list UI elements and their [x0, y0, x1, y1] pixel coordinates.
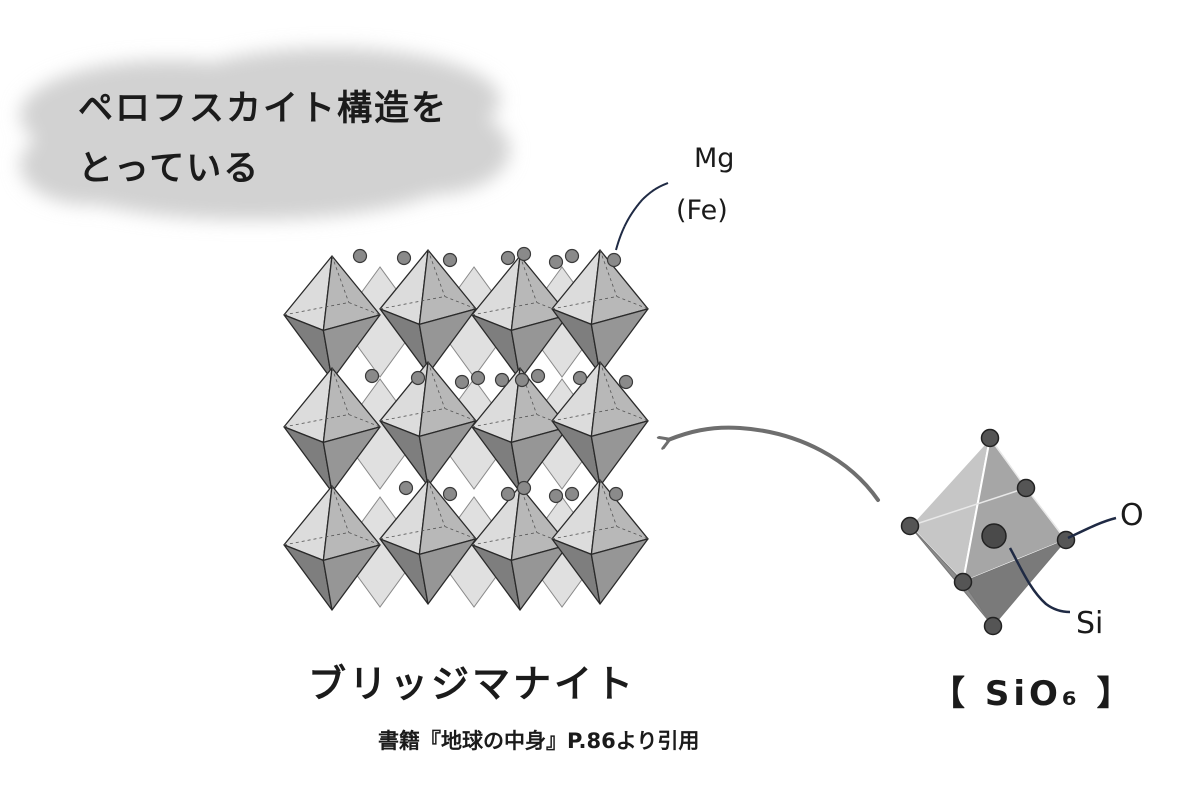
oxygen-leader-line: [1067, 516, 1117, 540]
cloud-shape: [20, 48, 510, 220]
source-note: 書籍『地球の中身』P.86より引用: [378, 729, 700, 753]
mg-atom-8: [606, 252, 622, 268]
oxygen-atom-4: [1056, 530, 1076, 550]
octahedron-16: [379, 479, 477, 605]
cloud-text-line2: とっている: [78, 149, 261, 189]
sio6-octahedron-icon: [900, 428, 1076, 636]
curved-arrow-left-icon: [668, 425, 880, 502]
mg-atom-17: [618, 374, 634, 390]
mg-label: Mg: [694, 143, 735, 174]
mg-atom-20: [500, 486, 516, 502]
mg-atom-14: [514, 372, 530, 388]
octahedron-1: [283, 255, 381, 381]
mg-atom-10: [410, 370, 426, 386]
mg-atom-12: [470, 370, 486, 386]
oxygen-atom-3: [900, 516, 920, 536]
sio6-edge-3: [989, 437, 1027, 489]
sio6-edge-2: [1025, 487, 1067, 541]
fe-label: (Fe): [676, 195, 728, 226]
mg-atom-24: [608, 486, 624, 502]
mineral-name-caption: ブリッジマナイト: [308, 662, 637, 706]
mg-atom-21: [516, 480, 532, 496]
oxygen-atom-1: [980, 428, 1000, 448]
mg-atom-9: [364, 368, 380, 384]
octahedron-18: [551, 479, 649, 605]
mg-atom-19: [442, 486, 458, 502]
octahedron-9: [379, 361, 477, 487]
octahedron-15: [283, 485, 381, 611]
mg-atom-13: [494, 372, 510, 388]
mg-atom-18: [398, 480, 414, 496]
mg-leader-line: [615, 182, 669, 251]
mg-atom-16: [572, 370, 588, 386]
mg-atom-4: [500, 250, 516, 266]
oxygen-atom-6: [1016, 478, 1036, 498]
octahedron-2: [379, 249, 477, 375]
mg-atom-7: [564, 248, 580, 264]
mg-atom-15: [530, 368, 546, 384]
unit-formula-caption: 【 SiO₆ 】: [931, 674, 1135, 714]
cloud-text-line1: ペロフスカイト構造を: [78, 89, 449, 129]
mg-atom-2: [396, 250, 412, 266]
octahedron-11: [551, 361, 649, 487]
octahedron-8: [283, 367, 381, 493]
sio6-edge-1: [909, 487, 1027, 527]
silicon-atom: [981, 523, 1007, 549]
silicon-leader-line: [1008, 547, 1071, 614]
silicon-label: Si: [1076, 606, 1104, 641]
mg-atom-5: [516, 246, 532, 262]
mg-atom-22: [548, 488, 564, 504]
mg-atom-11: [454, 374, 470, 390]
mg-atom-6: [548, 254, 564, 270]
oxygen-label: O: [1120, 498, 1144, 533]
mg-atom-1: [352, 248, 368, 264]
octahedron-4: [551, 249, 649, 375]
perovskite-structure: [283, 246, 649, 611]
oxygen-atom-5: [953, 572, 973, 592]
mg-atom-23: [564, 486, 580, 502]
mg-atom-3: [442, 252, 458, 268]
oxygen-atom-2: [983, 616, 1003, 636]
